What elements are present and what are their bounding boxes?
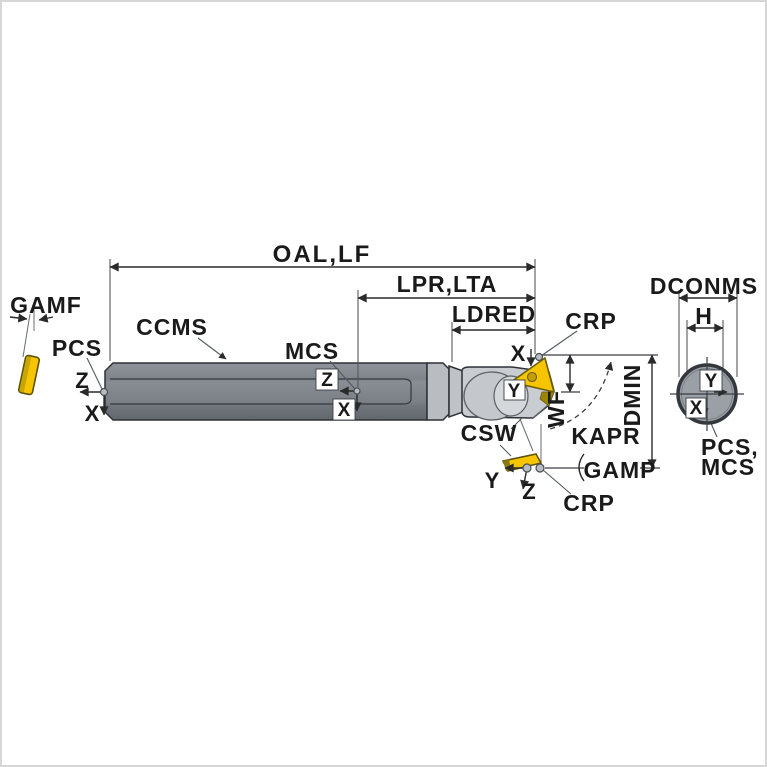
ref-label-mcs: MCS (285, 338, 339, 364)
leader-ccms (197, 337, 227, 360)
dim-label-gamp: GAMP (584, 457, 657, 483)
gamf-insert-axis-line (22, 313, 31, 358)
gamf-angle-arrow-right (38, 313, 54, 323)
gamf-insert-detail (17, 354, 41, 396)
dim-label-dmin: DMIN (619, 364, 645, 427)
shank-flat-outline (110, 378, 412, 405)
crp-corner-point (534, 352, 544, 362)
leader-crp-top (540, 330, 578, 357)
leader-csw-detail (499, 444, 512, 457)
ref-label-pcs: PCS (52, 335, 102, 361)
ref-label-ccms: CCMS (136, 314, 208, 340)
gamf-angle-arrow-left (9, 313, 28, 323)
insert-pocket-shadow (539, 391, 555, 407)
end-view-mcs-label: MCS (701, 454, 755, 480)
head-y-box-label: Y (508, 381, 521, 402)
leader-pcs (86, 357, 103, 390)
detail-crp-point (535, 463, 545, 473)
dim-label-gamf: GAMF (10, 292, 82, 318)
tool-collar (426, 362, 450, 421)
tool-shank (104, 362, 428, 421)
leader-crp-bottom (542, 469, 572, 495)
leader-csw-head (510, 416, 524, 430)
dim-label-dconms: DCONMS (650, 273, 758, 299)
pcs-z-label: Z (75, 368, 88, 393)
dim-label-wf: WF (543, 390, 569, 428)
end-view-x-box-label: X (690, 398, 703, 419)
end-view-x-box (685, 397, 707, 419)
dim-label-kapr: KAPR (571, 423, 640, 449)
dim-label-oal-lf: OAL,LF (273, 241, 372, 268)
mcs-origin-point (353, 387, 361, 395)
detail-origin-point (522, 463, 532, 473)
dim-label-crp-bottom: CRP (563, 490, 615, 516)
dim-label-ldred: LDRED (452, 301, 536, 327)
head-facet-line (532, 402, 551, 419)
gamp-angle-bracket (578, 453, 585, 482)
projection-line-head-to-detail (519, 418, 534, 452)
dim-label-h: H (695, 303, 713, 329)
end-view-y-box (699, 369, 723, 392)
tip-x-label: X (511, 341, 526, 366)
pcs-origin-point (99, 387, 109, 397)
end-view-pcs-label: PCS, (701, 434, 759, 460)
mcs-z-box-label: Z (321, 370, 333, 391)
detail-y-label: Y (485, 468, 500, 493)
end-view-y-box-label: Y (705, 371, 718, 392)
dim-label-crp-top: CRP (565, 308, 617, 334)
head-y-box (503, 379, 526, 401)
insert-screw (526, 371, 538, 383)
mcs-x-box (332, 398, 356, 421)
kapr-angle-arc (549, 361, 614, 430)
mcs-x-box-label: X (338, 400, 351, 421)
dim-label-csw: CSW (461, 420, 518, 446)
detail-z-label: Z (522, 479, 535, 504)
dim-label-lpr-lta: LPR,LTA (397, 271, 498, 297)
pcs-x-label: X (85, 401, 100, 426)
mcs-z-box (315, 368, 339, 391)
leader-mcs (329, 360, 356, 390)
